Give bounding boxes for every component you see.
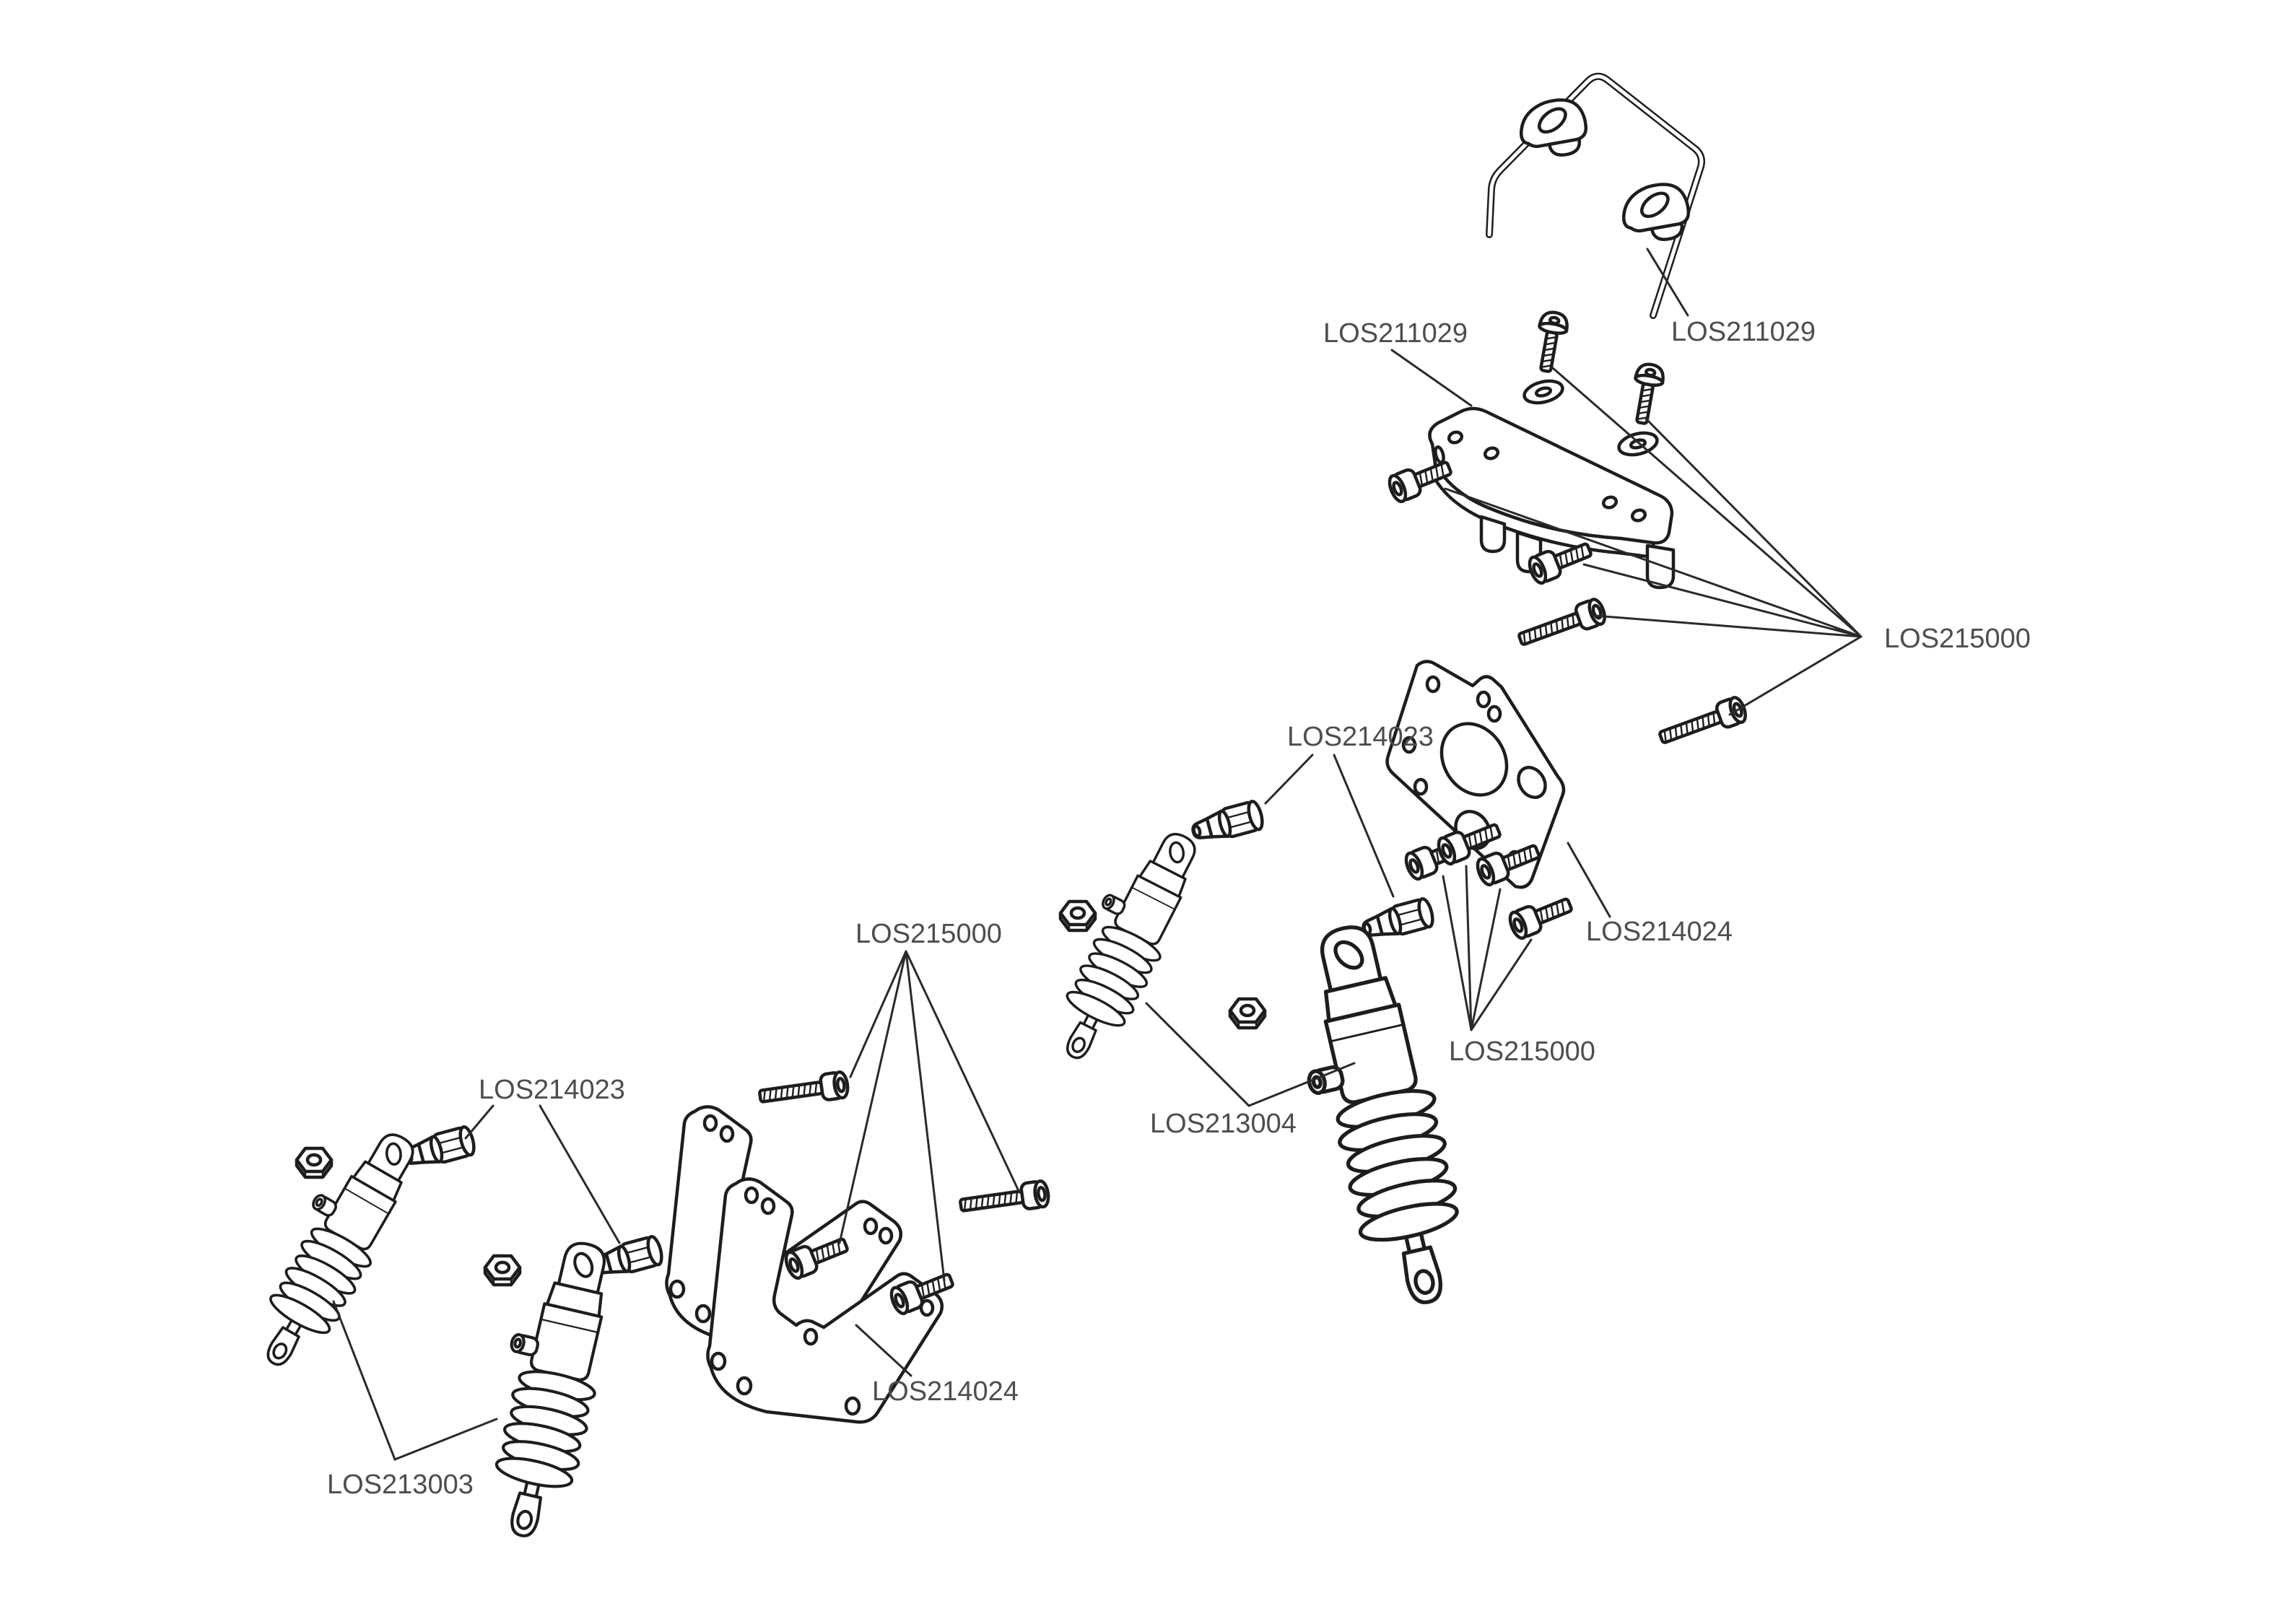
part-label-screws-middle: LOS215000 — [1449, 1036, 1595, 1067]
screw-plate-long-icon — [1657, 696, 1748, 751]
part-label-shocks-middle: LOS213004 — [1150, 1109, 1297, 1139]
part-label-tower-left: LOS214024 — [872, 1376, 1019, 1407]
shock-left-tilted — [232, 1114, 435, 1382]
nut-left-upper — [297, 1148, 331, 1177]
screw-cluster-4-icon — [1507, 891, 1574, 940]
nut-middle-upper — [1060, 902, 1095, 930]
part-label-bushings-middle: LOS214023 — [1287, 722, 1434, 752]
anti-roll-bar — [1486, 72, 1705, 319]
part-label-plate-right: LOS214024 — [1586, 917, 1733, 947]
rollbar-mount-front — [1516, 96, 1590, 162]
rollbar-screw-left-icon — [1532, 310, 1569, 373]
leader-lines — [332, 248, 1863, 1461]
screw-tower-long-2-icon — [959, 1180, 1050, 1218]
part-label-screws-center: LOS215000 — [855, 919, 1002, 949]
screw-bracket-low-icon — [1516, 598, 1608, 652]
shock-middle-upright — [1277, 917, 1478, 1317]
bushing-middle-upper — [1190, 800, 1265, 846]
motor-plate — [1385, 660, 1566, 889]
washer-left — [1522, 377, 1564, 406]
nut-middle-lower — [1230, 999, 1265, 1028]
part-label-rollbar-mount: LOS211029 — [1323, 318, 1468, 349]
part-label-bushings-left: LOS214023 — [479, 1075, 625, 1105]
shock-middle-tilted — [1032, 816, 1216, 1073]
part-label-rollbar: LOS211029 — [1671, 317, 1816, 347]
part-label-shocks-left: LOS213003 — [327, 1470, 474, 1500]
screw-tower-long-1-icon — [758, 1071, 849, 1109]
part-label-screws-right: LOS215000 — [1884, 624, 2031, 654]
rollbar-screw-right-icon — [1628, 362, 1665, 425]
nut-left-lower — [485, 1256, 520, 1285]
